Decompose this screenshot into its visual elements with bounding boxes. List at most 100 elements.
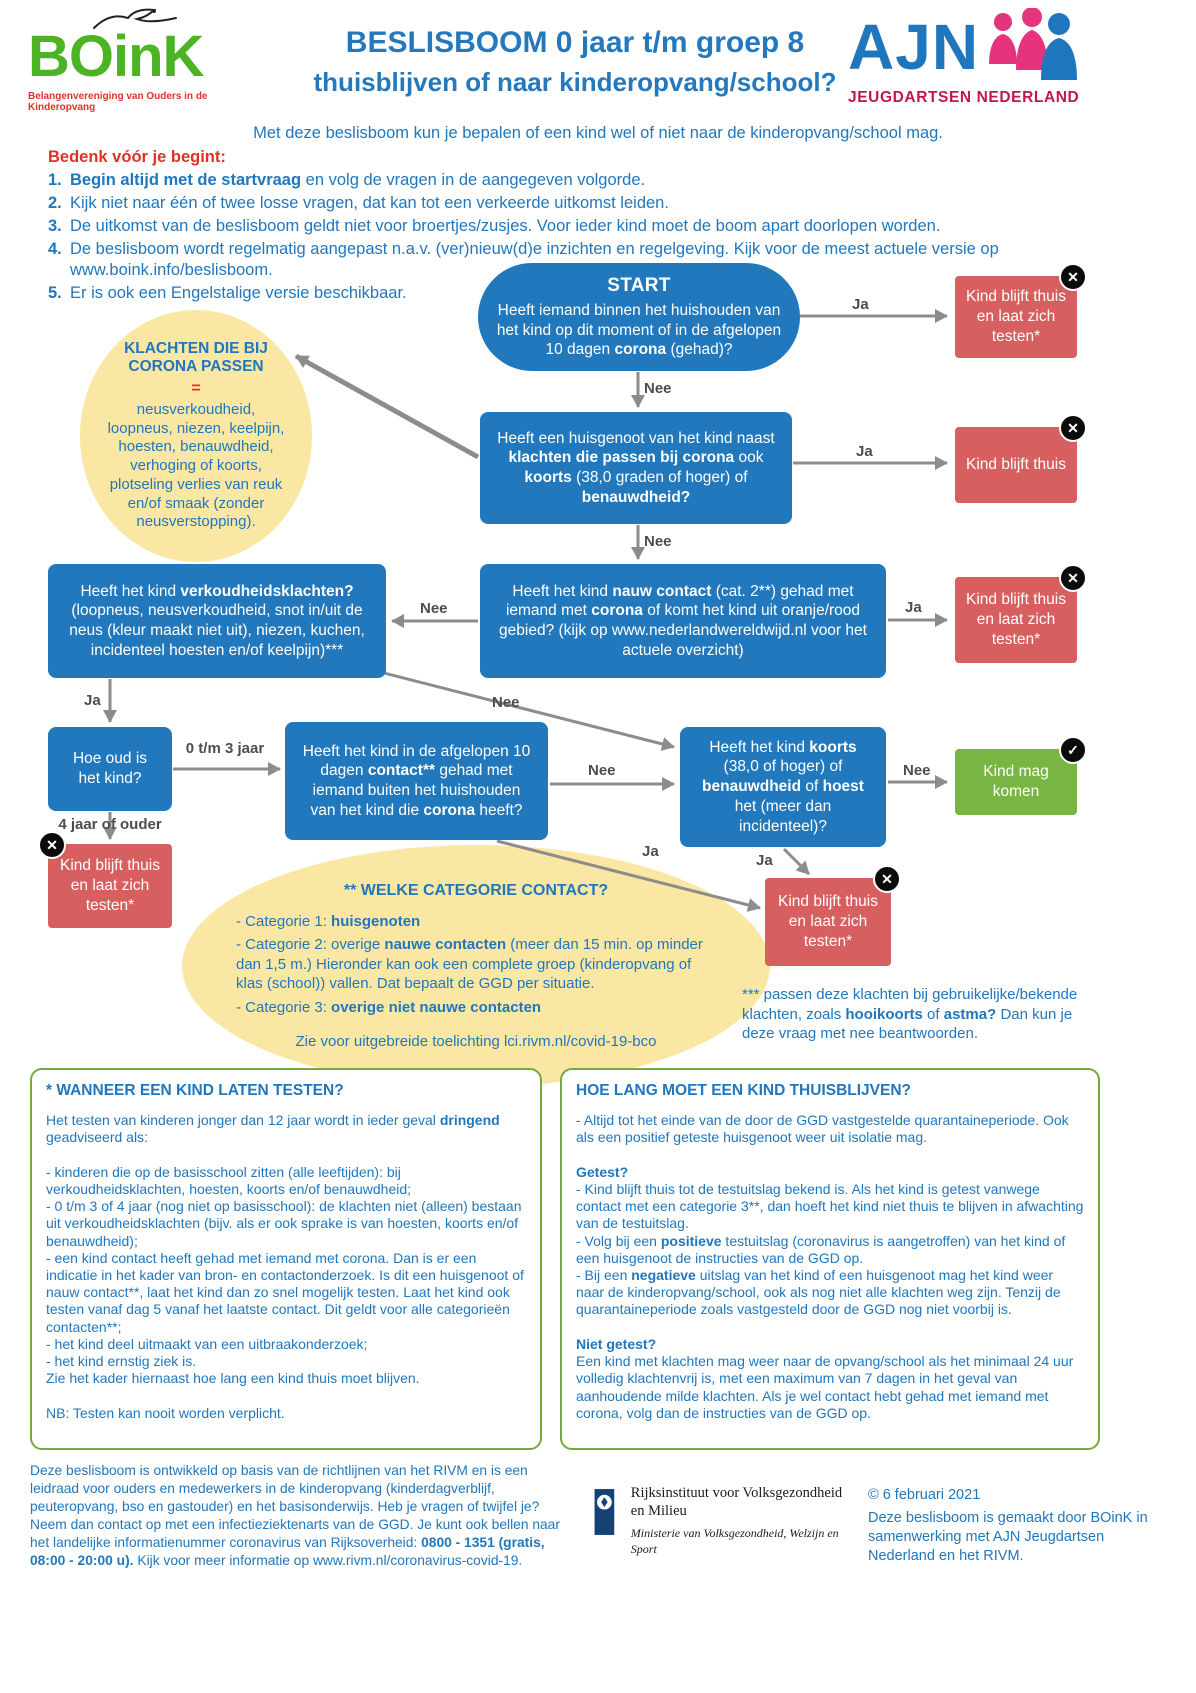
item-text: De beslisboom wordt regelmatig aangepast… bbox=[70, 239, 999, 279]
outcome-stay-home-test-1: ✕ Kind blijft thuis en laat zich testen* bbox=[955, 263, 1087, 358]
preface-item: 4. De beslisboom wordt regelmatig aangepa… bbox=[48, 239, 1088, 281]
infobox-body: - Altijd tot het einde van de door de GG… bbox=[576, 1112, 1084, 1421]
rivm-ministry: Ministerie van Volksgezondheid, Welzijn … bbox=[630, 1526, 839, 1556]
label-age-old: 4 jaar of ouder bbox=[58, 816, 162, 833]
x-icon: ✕ bbox=[873, 865, 901, 893]
category-item: - Categorie 1: huisgenoten bbox=[236, 912, 421, 930]
outcome-stay-home-test-3: ✕ Kind blijft thuis en laat zich testen* bbox=[38, 831, 172, 928]
ajn-wordmark: AJN bbox=[848, 11, 980, 83]
infobox-when-to-test: * WANNEER EEN KIND LATEN TESTEN? Het tes… bbox=[30, 1068, 542, 1450]
category-list: - Categorie 1: huisgenoten - Categorie 2… bbox=[236, 912, 716, 1022]
x-icon: ✕ bbox=[38, 831, 66, 859]
question-text: Heeft een huisgenoot van het kind naast … bbox=[497, 429, 775, 506]
question-text: Heeft het kind in de afgelopen 10 dagen … bbox=[302, 742, 531, 819]
credit-text: Deze beslisboom is gemaakt door BOinK in… bbox=[868, 1509, 1148, 1564]
infobox-title: * WANNEER EEN KIND LATEN TESTEN? bbox=[46, 1082, 344, 1099]
item-text: Begin altijd met de startvraag en volg d… bbox=[70, 171, 646, 189]
note-contact-categories: ** WELKE CATEGORIE CONTACT? - Categorie … bbox=[182, 845, 770, 1087]
footer-disclaimer: Deze beslisboom is ontwikkeld op basis v… bbox=[30, 1463, 560, 1568]
label-ja-start: Ja bbox=[852, 296, 869, 313]
question-housemate-symptoms: Heeft een huisgenoot van het kind naast … bbox=[480, 412, 792, 524]
outcome-stay-home-test-2: ✕ Kind blijft thuis en laat zich testen* bbox=[955, 564, 1087, 663]
rivm-emblem-icon bbox=[594, 1489, 615, 1535]
item-text: Kijk niet naar één of twee losse vragen,… bbox=[70, 193, 669, 212]
check-icon: ✓ bbox=[1059, 736, 1087, 764]
page-title: BESLISBOOM 0 jaar t/m groep 8 thuisblijv… bbox=[290, 26, 860, 98]
category-item: - Categorie 3: overige niet nauwe contac… bbox=[236, 998, 542, 1016]
x-icon: ✕ bbox=[1059, 564, 1087, 592]
item-number: 2. bbox=[48, 193, 62, 212]
ajn-figures-icon bbox=[989, 8, 1078, 80]
infobox-title: HOE LANG MOET EEN KIND THUISBLIJVEN? bbox=[576, 1082, 911, 1099]
item-number: 4. bbox=[48, 239, 62, 258]
start-title: START bbox=[607, 274, 671, 296]
note-asterisk3: *** passen deze klachten bij gebruikelij… bbox=[742, 986, 1078, 1042]
item-number: 1. bbox=[48, 171, 62, 189]
outcome-stay-home: ✕ Kind blijft thuis bbox=[955, 414, 1087, 503]
outcome-stay-home-test-4: ✕ Kind blijft thuis en laat zich testen* bbox=[765, 865, 901, 966]
infobox-body: Het testen van kinderen jonger dan 12 ja… bbox=[46, 1112, 524, 1421]
label-age-young: 0 t/m 3 jaar bbox=[185, 740, 265, 757]
note-body: neusverkoudheid, loopneus, niezen, keelp… bbox=[107, 400, 285, 531]
note-footer: Zie voor uitgebreide toelichting lci.riv… bbox=[295, 1033, 657, 1051]
label-nee-housemate: Nee bbox=[644, 533, 672, 550]
outcome-text: Kind blijft thuis en laat zich testen* bbox=[778, 892, 878, 951]
label-ja-housemate: Ja bbox=[856, 443, 873, 460]
arrow-fever-ja bbox=[782, 847, 811, 876]
outcome-text: Kind blijft thuis bbox=[966, 455, 1066, 473]
label-ja-fever: Ja bbox=[756, 852, 773, 869]
ajn-logo: AJN JEUGDARTSEN NEDERLAND bbox=[848, 8, 1183, 107]
outcome-may-come: ✓ Kind mag komen bbox=[955, 736, 1087, 815]
question-fever: Heeft het kind koorts (38,0 of hoger) of… bbox=[680, 727, 886, 847]
equals-sign: = bbox=[191, 379, 201, 397]
question-cold-symptoms: Heeft het kind verkoudheidsklachten? (lo… bbox=[48, 564, 386, 678]
item-number: 3. bbox=[48, 216, 62, 235]
label-nee-abroad: Nee bbox=[420, 600, 448, 617]
label-ja-cold: Ja bbox=[84, 692, 101, 709]
title-line-2: thuisblijven of naar kinderopvang/school… bbox=[313, 67, 837, 97]
category-item: - Categorie 2: overige nauwe contacten (… bbox=[236, 936, 703, 993]
question-text: Heeft het kind nauw contact (cat. 2**) g… bbox=[499, 582, 867, 659]
item-number: 5. bbox=[48, 283, 62, 302]
question-text: Hoe oud is het kind? bbox=[72, 750, 148, 787]
preface-item: 3. De uitkomst van de beslisboom geldt ni… bbox=[48, 216, 1088, 237]
question-start: START Heeft iemand binnen het huishouden… bbox=[478, 263, 800, 371]
infobox-how-long-home: HOE LANG MOET EEN KIND THUISBLIJVEN? - A… bbox=[560, 1068, 1100, 1450]
preface-item: 1. Begin altijd met de startvraag en volg… bbox=[48, 170, 1088, 191]
note-corona-symptoms: KLACHTEN DIE BIJ CORONA PASSEN = neusver… bbox=[80, 310, 312, 562]
rivm-name: Rijksinstituut voor Volksgezondheid en M… bbox=[630, 1485, 843, 1520]
label-ja-contact10: Ja bbox=[642, 843, 659, 860]
question-age: Hoe oud is het kind? bbox=[48, 727, 172, 811]
footer-credit: © 6 februari 2021 Deze beslisboom is gem… bbox=[868, 1486, 1168, 1565]
label-nee-cold: Nee bbox=[492, 694, 520, 711]
x-icon: ✕ bbox=[1059, 263, 1087, 291]
copyright-date: © 6 februari 2021 bbox=[868, 1487, 981, 1503]
note-title: ** WELKE CATEGORIE CONTACT? bbox=[343, 881, 609, 899]
arrow-symptoms-pointer bbox=[294, 353, 480, 460]
x-icon: ✕ bbox=[1059, 414, 1087, 442]
item-text: Er is ook een Engelstalige versie beschi… bbox=[70, 283, 407, 302]
intro-text: Met deze beslisboom kun je bepalen of ee… bbox=[253, 124, 943, 142]
label-nee-contact10: Nee bbox=[588, 762, 616, 779]
question-contact-10-days: Heeft het kind in de afgelopen 10 dagen … bbox=[285, 722, 548, 840]
outcome-text: Kind blijft thuis en laat zich testen* bbox=[60, 856, 160, 915]
label-ja-abroad: Ja bbox=[905, 599, 922, 616]
preface-item: 2. Kijk niet naar één of twee losse vrage… bbox=[48, 193, 1088, 214]
item-text: De uitkomst van de beslisboom geldt niet… bbox=[70, 216, 941, 235]
outcome-text: Kind blijft thuis en laat zich testen* bbox=[966, 590, 1066, 649]
note-title: KLACHTEN DIE BIJ CORONA PASSEN bbox=[124, 339, 268, 376]
preface-item: 5. Er is ook een Engelstalige versie besc… bbox=[48, 283, 1088, 304]
label-nee-fever: Nee bbox=[903, 762, 931, 779]
boink-wordmark: BOinK bbox=[28, 24, 204, 89]
bird-icon bbox=[93, 8, 177, 29]
outcome-text: Kind mag komen bbox=[983, 762, 1049, 800]
ajn-subtitle: JEUGDARTSEN NEDERLAND bbox=[848, 89, 1080, 106]
label-nee-start: Nee bbox=[644, 380, 672, 397]
question-text: Heeft het kind koorts (38,0 of hoger) of… bbox=[702, 738, 864, 835]
preface-heading: Bedenk vóór je begint: bbox=[48, 148, 226, 166]
title-line-1: BESLISBOOM 0 jaar t/m groep 8 bbox=[345, 26, 805, 59]
outcome-text: Kind blijft thuis en laat zich testen* bbox=[966, 287, 1066, 346]
preface-list: Bedenk vóór je begint: 1. Begin altijd me… bbox=[48, 148, 1088, 306]
start-question: Heeft iemand binnen het huishouden van h… bbox=[496, 302, 782, 359]
question-close-contact: Heeft het kind nauw contact (cat. 2**) g… bbox=[480, 564, 886, 678]
